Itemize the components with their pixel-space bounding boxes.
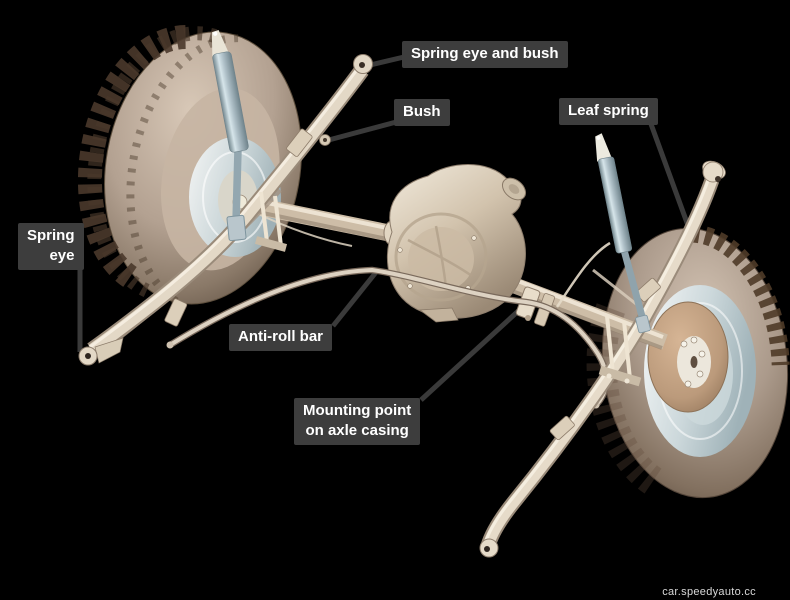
- brake-hose-right: [555, 241, 611, 308]
- differential-bottom-bracket: [418, 307, 459, 323]
- driveshaft-flange: [501, 177, 527, 201]
- shock-body: [212, 51, 249, 153]
- wheel-lug-bolts: [680, 336, 706, 388]
- u-bolt-clamp-left: [254, 191, 288, 252]
- right-wheel: [586, 224, 790, 499]
- watermark: car.speedyauto.cc: [662, 586, 756, 598]
- spring-front-tip: [94, 337, 124, 364]
- label-leaf-spring: Leaf spring: [559, 98, 658, 125]
- leader-bush: [324, 118, 401, 144]
- leader-mounting-point: [419, 301, 529, 402]
- right-hub-centre: [690, 356, 698, 368]
- label-anti-roll-bar: Anti-roll bar: [229, 324, 332, 351]
- spring-clamp-band: [549, 415, 575, 441]
- right-tire-tread: [586, 224, 790, 498]
- u-bolt-clamp-right: [598, 315, 642, 387]
- linkage-rod-right: [592, 268, 641, 309]
- axle-casing: [253, 164, 668, 350]
- label-bush: Bush: [394, 99, 450, 126]
- shock-tip: [211, 29, 230, 57]
- spring-clamp-band: [164, 298, 188, 327]
- leader-lines: [77, 54, 693, 402]
- label-spring-eye: Spring eye: [18, 223, 84, 270]
- left-shock-absorber: [211, 29, 249, 242]
- shock-tip: [595, 133, 612, 162]
- left-tire-tread: [77, 24, 239, 305]
- right-shock-absorber: [595, 133, 651, 334]
- differential-cover-ring: [394, 212, 488, 302]
- leader-anti-roll-bar: [331, 269, 379, 328]
- shock-body: [597, 156, 633, 254]
- label-mounting-point: Mounting point on axle casing: [294, 398, 421, 445]
- label-spring-eye-and-bush: Spring eye and bush: [402, 41, 568, 68]
- leader-leaf-spring: [648, 123, 693, 232]
- spring-clamp-band: [286, 128, 313, 157]
- right-leaf-spring: [479, 160, 726, 558]
